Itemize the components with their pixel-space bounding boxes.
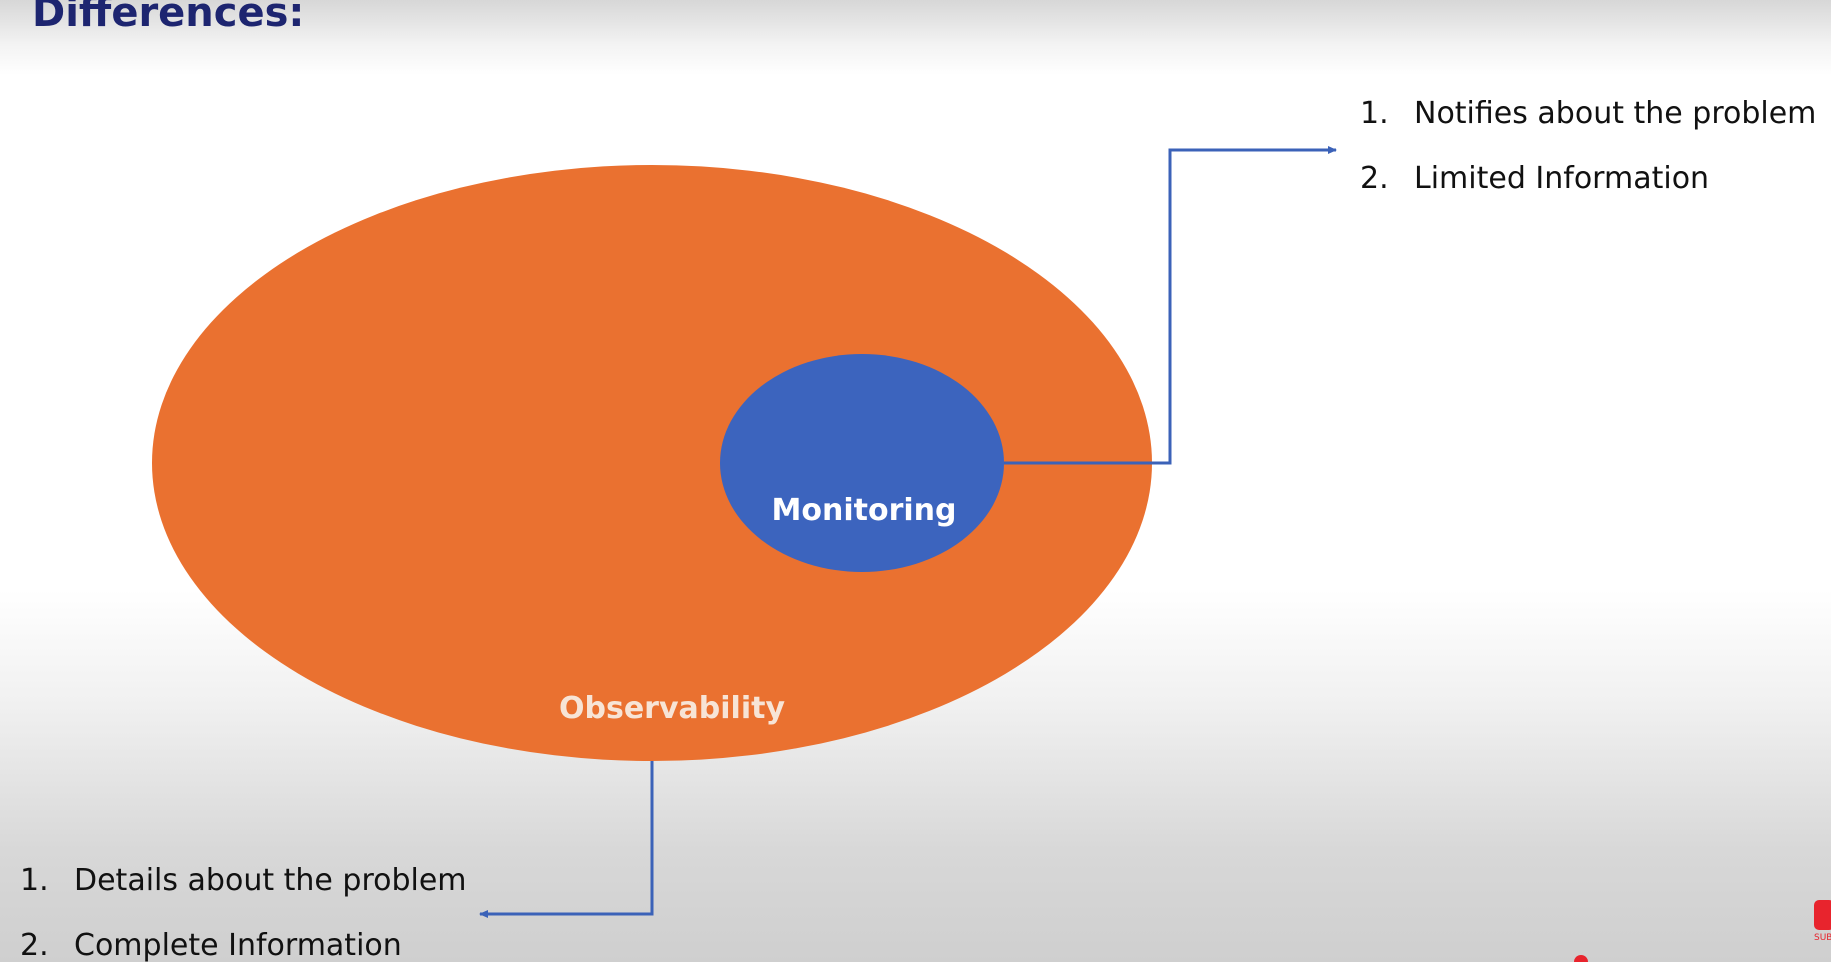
list-item: 1. Details about the problem [20, 863, 467, 899]
subscribe-icon [1814, 900, 1831, 930]
list-item-text: Complete Information [74, 928, 402, 962]
list-item-number: 2. [20, 928, 49, 962]
list-item-number: 1. [1360, 96, 1389, 131]
observability-points-list: 1. Details about the problem 2. Complete… [20, 863, 467, 962]
list-item-text: Notifies about the problem [1414, 96, 1817, 131]
subscribe-button[interactable]: SUB [1814, 900, 1831, 943]
monitoring-ellipse [720, 354, 1004, 572]
subscribe-text: SUB [1814, 933, 1831, 943]
list-item: 2. Limited Information [1360, 161, 1816, 197]
monitoring-label: Monitoring [772, 493, 957, 528]
list-item: 1. Notifies about the problem [1360, 96, 1816, 132]
monitoring-connector-arrow [1004, 146, 1337, 465]
list-item-number: 2. [1360, 161, 1389, 196]
observability-connector-arrow [479, 761, 654, 918]
progress-scrubber-dot[interactable] [1574, 955, 1588, 962]
monitoring-points-list: 1. Notifies about the problem 2. Limited… [1360, 96, 1816, 226]
slide-title: Differences: [32, 0, 305, 36]
observability-ellipse [152, 165, 1152, 761]
list-item: 2. Complete Information [20, 928, 467, 962]
observability-label: Observability [559, 691, 785, 726]
list-item-text: Details about the problem [74, 863, 467, 898]
list-item-number: 1. [20, 863, 49, 898]
list-item-text: Limited Information [1414, 161, 1710, 196]
